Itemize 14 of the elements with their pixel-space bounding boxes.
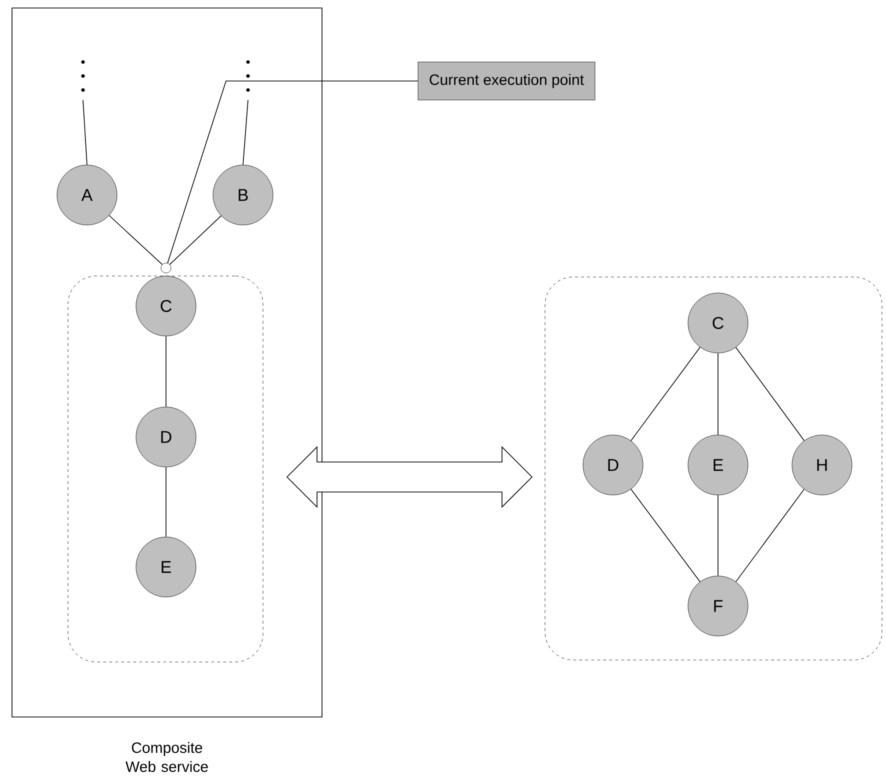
junction-circle xyxy=(160,262,172,274)
connector-line xyxy=(736,488,804,582)
connector-line xyxy=(630,346,700,442)
connector-line xyxy=(735,346,805,442)
connector-line xyxy=(82,100,88,166)
leader-line xyxy=(167,80,418,264)
connector-line xyxy=(630,488,700,582)
connector-line xyxy=(242,100,248,166)
callout-box: Current execution point xyxy=(418,62,596,100)
node-label: Composite Web service xyxy=(126,742,208,772)
connector-line xyxy=(108,215,163,265)
group-outline xyxy=(544,276,882,660)
group-outline xyxy=(68,276,264,662)
connector-line xyxy=(169,215,222,265)
